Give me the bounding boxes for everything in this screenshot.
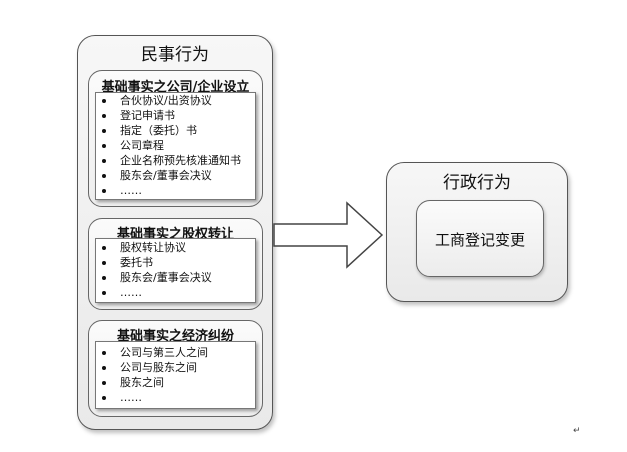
bullet-icon: [102, 159, 106, 163]
bullet-icon: [102, 366, 106, 370]
list-item: 股东会/董事会决议: [120, 271, 212, 284]
right-arrow-icon: [273, 201, 384, 269]
list-item: 股东之间: [120, 376, 164, 389]
paragraph-mark: ↵: [573, 426, 581, 436]
civil-action-title: 民事行为: [141, 45, 209, 65]
item-list: 股权转让协议 委托书 股东会/董事会决议 ……: [95, 238, 256, 303]
list-item: 登记申请书: [120, 109, 175, 122]
list-item: 公司与第三人之间: [120, 346, 208, 359]
list-item: 股权转让协议: [120, 241, 186, 254]
list-item: ……: [120, 391, 142, 404]
list-item: 指定（委托）书: [120, 124, 197, 137]
bullet-icon: [102, 99, 106, 103]
bullet-icon: [102, 351, 106, 355]
list-item: 委托书: [120, 256, 153, 269]
list-item: ……: [120, 286, 142, 299]
bullet-icon: [102, 174, 106, 178]
item-list: 公司与第三人之间 公司与股东之间 股东之间 ……: [95, 341, 256, 409]
group-title: 基础事实之公司/企业设立: [101, 80, 250, 95]
list-item: 企业名称预先核准通知书: [120, 154, 241, 167]
group-title: 基础事实之经济纠纷: [116, 329, 234, 344]
bullet-icon: [102, 189, 106, 193]
bullet-icon: [102, 144, 106, 148]
business-registration-label: 工商登记变更: [434, 231, 525, 249]
bullet-icon: [102, 114, 106, 118]
business-registration-box: 工商登记变更: [416, 200, 544, 277]
bullet-icon: [102, 246, 106, 250]
bullet-icon: [102, 261, 106, 265]
bullet-icon: [102, 276, 106, 280]
list-item: 公司与股东之间: [120, 361, 197, 374]
list-item: 合伙协议/出资协议: [120, 94, 212, 107]
bullet-icon: [102, 381, 106, 385]
bullet-icon: [102, 129, 106, 133]
list-item: 公司章程: [120, 139, 164, 152]
bullet-icon: [102, 291, 106, 295]
list-item: 股东会/董事会决议: [120, 169, 212, 182]
item-list: 合伙协议/出资协议 登记申请书 指定（委托）书 公司章程 企业名称预先核准通知书…: [95, 92, 256, 200]
bullet-icon: [102, 396, 106, 400]
admin-action-title: 行政行为: [443, 173, 511, 193]
list-item: ……: [120, 184, 142, 197]
